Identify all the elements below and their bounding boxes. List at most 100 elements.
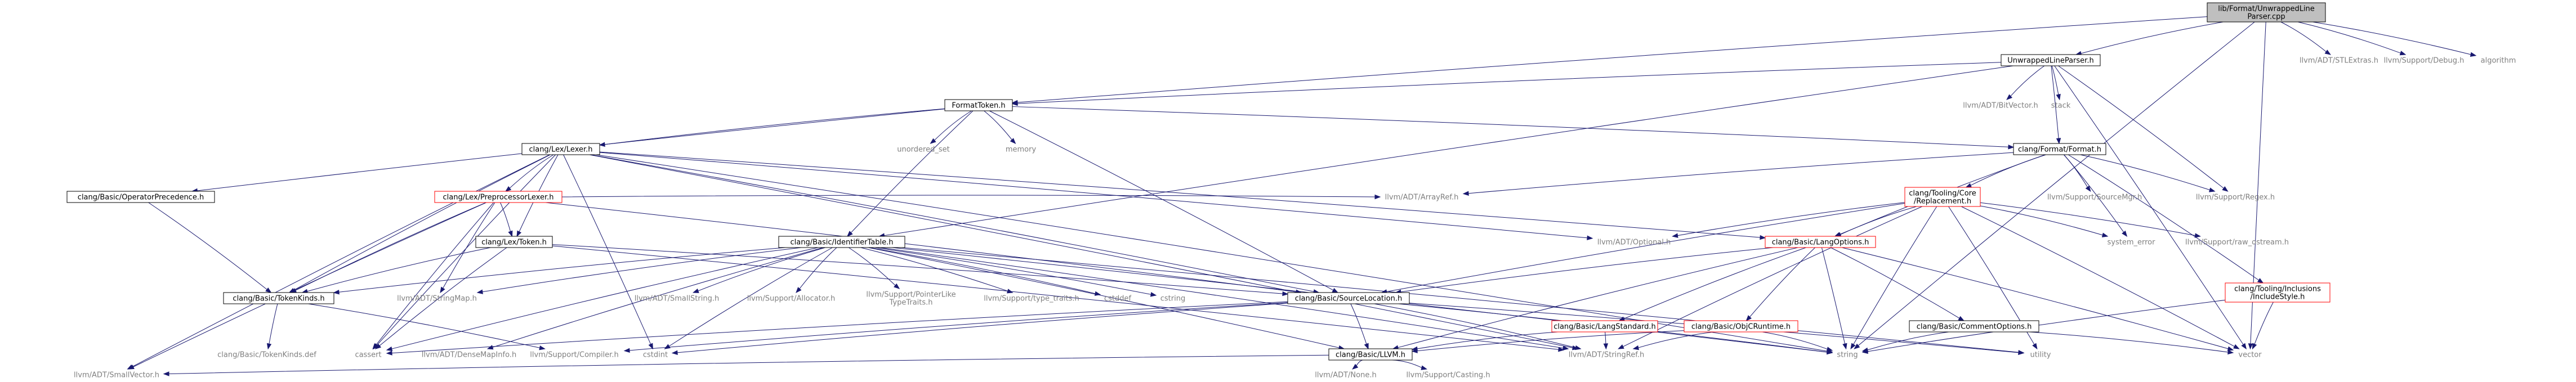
node-box: [1909, 320, 2039, 332]
node-commentopts[interactable]: clang/Basic/CommentOptions.h: [1909, 320, 2039, 332]
node-identtable[interactable]: clang/Basic/IdentifierTable.h: [778, 236, 905, 248]
node-compiler: llvm/Support/Compiler.h: [530, 351, 618, 359]
edge-formattoken-to-sourceloc: [989, 110, 1339, 293]
edge-ulp-to-bitvector: [2006, 65, 2045, 100]
node-box: [2225, 282, 2331, 303]
node-string: string: [1837, 351, 1858, 359]
node-debug: llvm/Support/Debug.h: [2384, 57, 2465, 65]
edge-llvmh-to-none: [1352, 359, 1364, 370]
edge-toolingcore-to-stringref: [1618, 206, 1922, 349]
node-root[interactable]: lib/Format/UnwrappedLineParser.cpp: [2207, 2, 2326, 23]
edge-objcruntime-to-llvmh: [1411, 330, 1685, 353]
edge-lexer-to-optional: [599, 152, 1593, 240]
edge-ulp-to-stack: [2051, 65, 2061, 101]
node-label: clang/Format/Format.h: [2018, 146, 2101, 154]
node-algorithm: algorithm: [2481, 57, 2516, 65]
edge-token-to-sourceloc: [552, 244, 1289, 296]
node-densemapinfo: llvm/ADT/DenseMapInfo.h: [422, 351, 516, 359]
node-lexer[interactable]: clang/Lex/Lexer.h: [521, 143, 600, 155]
node-typetraits: llvm/Support/type_traits.h: [984, 295, 1079, 303]
edge-pplexer-to-smallvector: [128, 202, 486, 370]
nodes-layer: lib/Format/UnwrappedLineParser.cppUnwrap…: [66, 2, 2516, 380]
edge-objcruntime-to-stringref: [1632, 331, 1715, 350]
edge-formattoken-to-identtable: [847, 110, 974, 237]
edge-commentopts-to-vector: [2029, 331, 2234, 355]
edge-toolingcore-to-rawostream: [1980, 202, 2201, 238]
edge-langopts-to-llvmh: [1392, 247, 1798, 350]
node-label: algorithm: [2481, 57, 2516, 65]
node-label: string: [1837, 351, 1858, 359]
edge-token-to-stringref: [552, 245, 1565, 352]
node-system_error: system_error: [2108, 239, 2156, 247]
node-label: clang/Basic/OperatorPrecedence.h: [78, 194, 204, 202]
node-memory: memory: [1006, 146, 1037, 154]
node-format[interactable]: clang/Format/Format.h: [2013, 143, 2106, 155]
node-token[interactable]: clang/Lex/Token.h: [475, 236, 553, 248]
edge-format-to-inclstyle: [2068, 154, 2264, 284]
node-label: llvm/Support/Compiler.h: [530, 351, 618, 359]
node-langopts[interactable]: clang/Basic/LangOptions.h: [1765, 236, 1876, 248]
node-label: cstddef: [1104, 295, 1132, 303]
node-box: [2001, 54, 2101, 66]
edge-format-to-system_error: [2064, 154, 2128, 237]
node-langstd[interactable]: clang/Basic/LangStandard.h: [1551, 320, 1658, 332]
edge-root-to-ulp: [2075, 21, 2224, 56]
edge-tokenkinds-to-compiler: [308, 303, 546, 350]
node-cassert: cassert: [355, 351, 381, 359]
edge-llvmh-to-smallvector: [163, 354, 1329, 376]
node-tokenkinds[interactable]: clang/Basic/TokenKinds.h: [223, 292, 334, 304]
node-box: [778, 236, 905, 248]
node-label: llvm/Support/raw_ostream.h: [2185, 239, 2289, 247]
node-label: llvm/Support/Regex.h: [2196, 194, 2275, 202]
node-objcruntime[interactable]: clang/Basic/ObjCRuntime.h: [1684, 320, 1798, 332]
edge-sourceloc-to-cassert: [386, 301, 1288, 356]
edge-sourceloc-to-stringref: [1374, 303, 1582, 350]
node-label: clang/Tooling/Core: [1909, 190, 1976, 198]
node-box: [223, 292, 334, 304]
edge-identtable-to-cstring: [874, 247, 1157, 297]
node-label: clang/Basic/IdentifierTable.h: [791, 239, 894, 247]
edge-identtable-to-cstdint: [664, 247, 833, 349]
edge-ulp-to-regex: [2058, 65, 2229, 192]
node-sourceloc[interactable]: clang/Basic/SourceLocation.h: [1287, 292, 1410, 304]
node-label: llvm/ADT/DenseMapInfo.h: [422, 351, 516, 359]
node-label: memory: [1006, 146, 1037, 154]
node-label: unordered_set: [897, 146, 949, 154]
node-label: llvm/Support/type_traits.h: [984, 295, 1079, 303]
node-label: cassert: [355, 351, 381, 359]
node-stringmap: llvm/ADT/StringMap.h: [397, 295, 477, 303]
node-label: cstring: [1160, 295, 1185, 303]
node-opprec[interactable]: clang/Basic/OperatorPrecedence.h: [66, 191, 215, 203]
node-vector: vector: [2238, 351, 2262, 359]
node-label: llvm/Support/Casting.h: [1406, 371, 1490, 380]
edge-langopts-to-commentopts: [1830, 247, 1965, 321]
edge-toolingcore-to-string: [1850, 206, 1937, 350]
node-pplexer[interactable]: clang/Lex/PreprocessorLexer.h: [434, 191, 562, 203]
node-optional: llvm/ADT/Optional.h: [1597, 239, 1671, 247]
node-llvmh[interactable]: clang/Basic/LLVM.h: [1328, 348, 1413, 361]
edge-lexer-to-langopts: [599, 151, 1766, 240]
edge-token-to-cassert: [374, 247, 507, 349]
node-label: Parser.cpp: [2247, 13, 2285, 21]
node-box: [1684, 320, 1798, 332]
node-label: llvm/Support/Allocator.h: [747, 295, 836, 303]
edge-objcruntime-to-string: [1762, 331, 1833, 352]
node-label: system_error: [2108, 239, 2156, 247]
node-ulp[interactable]: UnwrappedLineParser.h: [2001, 54, 2101, 66]
edge-identtable-to-allocator: [796, 247, 837, 294]
node-label: llvm/ADT/STLExtras.h: [2300, 57, 2378, 65]
edge-identtable-to-cassert: [386, 247, 819, 352]
node-label: llvm/ADT/StringRef.h: [1569, 351, 1644, 359]
node-label: TypeTraits.h: [889, 299, 932, 307]
node-formattoken[interactable]: FormatToken.h: [944, 99, 1013, 111]
edge-langstd-to-stringref: [1603, 331, 1609, 350]
node-label: vector: [2238, 351, 2262, 359]
edge-identtable-to-ptrlike: [849, 247, 900, 289]
node-inclstyle[interactable]: clang/Tooling/Inclusions/IncludeStyle.h: [2225, 282, 2331, 303]
edge-lexer-to-pplexer: [505, 154, 554, 192]
edge-opprec-to-tokenkinds: [148, 202, 272, 293]
node-label: llvm/Support/SourceMgr.h: [2047, 194, 2142, 202]
node-label: llvm/ADT/BitVector.h: [1963, 102, 2038, 110]
node-toolingcore[interactable]: clang/Tooling/Core/Replacement.h: [1904, 187, 1981, 207]
